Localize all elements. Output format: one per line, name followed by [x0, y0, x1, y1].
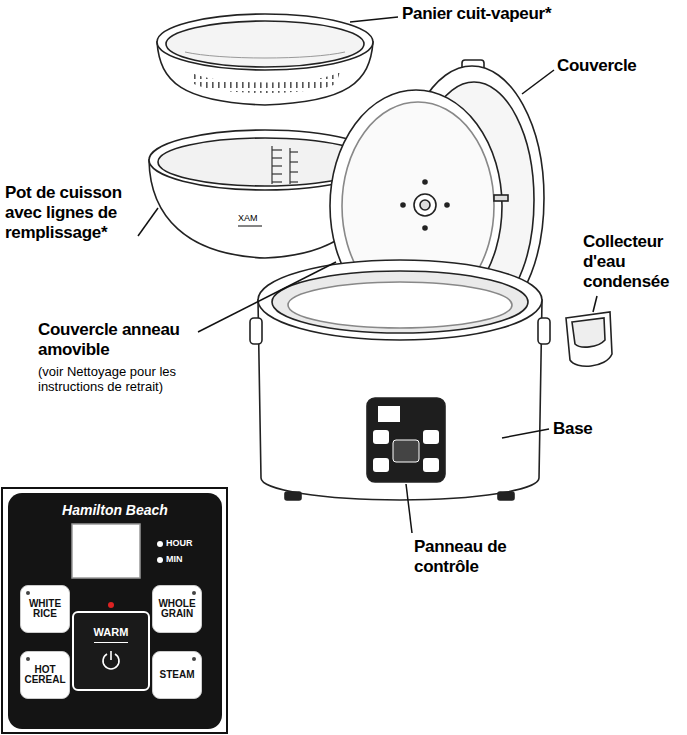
condensation-collector	[566, 312, 612, 366]
indicator-dot	[192, 657, 196, 661]
button-label: HOT CEREAL	[23, 665, 67, 686]
part-label: Base	[553, 419, 633, 439]
button-label: WHITE RICE	[23, 599, 67, 620]
indicator-dot	[192, 591, 196, 595]
button: HOT CEREAL	[20, 651, 70, 699]
brand-name: Hamilton Beach	[8, 502, 222, 518]
note-text: (voir Nettoyage pour les instructions de…	[38, 364, 206, 395]
indicator-dot	[26, 657, 30, 661]
button: WHITE RICE	[20, 585, 70, 633]
button: STEAM	[152, 651, 202, 699]
steamer-basket	[157, 14, 373, 105]
indicator-label: HOUR	[166, 538, 216, 548]
fill-mark: XAM	[238, 213, 268, 224]
button-label: WARM	[94, 627, 129, 643]
part-label: Panneau de contrôle	[414, 537, 532, 577]
indicator-dot	[26, 591, 30, 595]
part-label: Panier cuit-vapeur*	[402, 4, 592, 24]
warm-button: WARM	[72, 611, 150, 691]
control-panel-inset	[2, 488, 227, 733]
part-label: Pot de cuisson avec lignes de remplissag…	[5, 183, 147, 243]
button-label: WHOLE GRAIN	[155, 599, 199, 620]
power-symbol	[100, 649, 122, 671]
button: WHOLE GRAIN	[152, 585, 202, 633]
leader-lines	[138, 17, 597, 533]
control-panel: Hamilton BeachHOUR MIN WHITE RICE WHOLE GRA…	[8, 493, 222, 729]
part-label: Collecteur d'eau condensée	[583, 232, 683, 292]
part-label: Couvercle	[557, 56, 667, 76]
button-label: STEAM	[160, 670, 195, 681]
indicator-label: MIN	[166, 554, 216, 564]
base	[250, 260, 550, 500]
part-label: Couvercle anneau amovible	[38, 320, 200, 360]
